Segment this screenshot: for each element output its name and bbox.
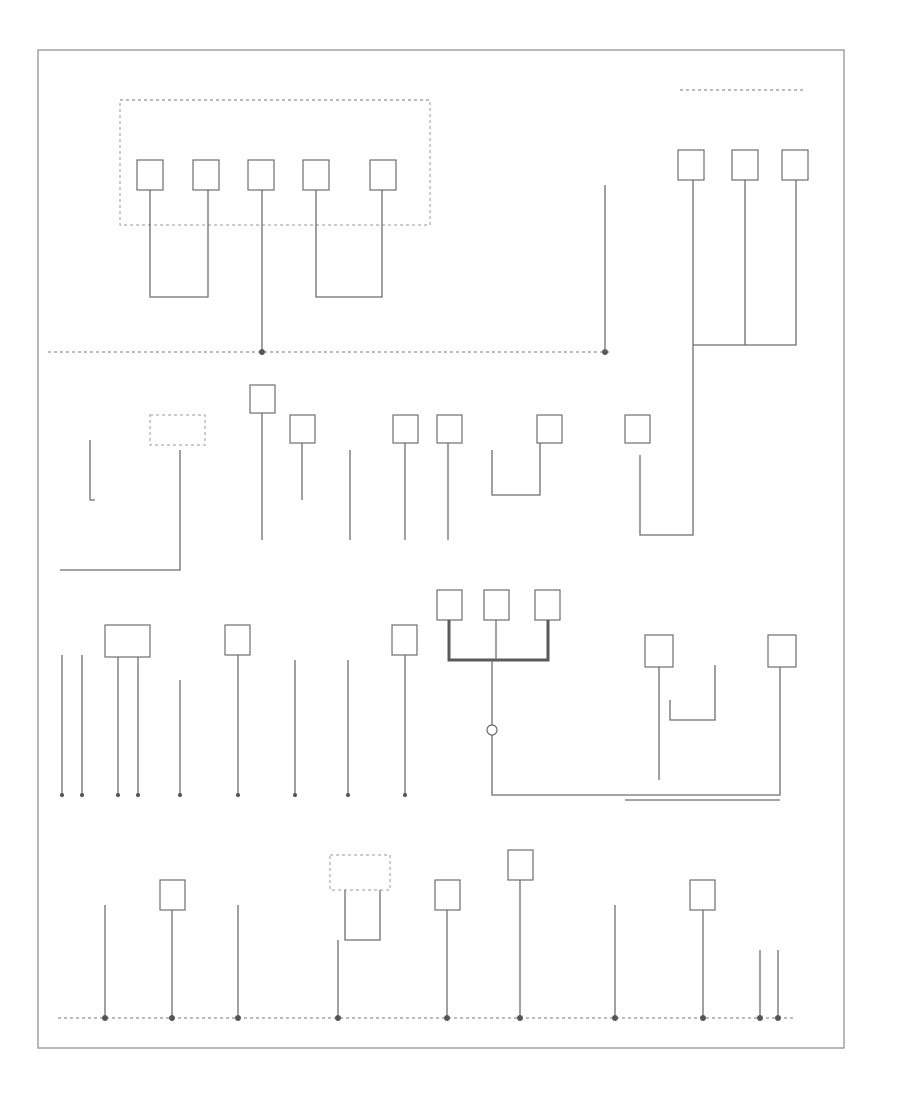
component-3 (247, 159, 275, 191)
ground-point (612, 1015, 618, 1021)
ground-point (169, 1015, 175, 1021)
ground-point (444, 1015, 450, 1021)
ground-point (517, 1015, 523, 1021)
ground-point (293, 793, 297, 797)
ground-point (178, 793, 182, 797)
component-26 (689, 879, 716, 911)
component-22 (767, 634, 797, 668)
ground-point (102, 1015, 108, 1021)
component-19 (483, 589, 510, 621)
component-6 (677, 149, 705, 181)
component-16 (224, 624, 251, 656)
component-7 (731, 149, 759, 181)
bottom-component-row (104, 849, 779, 1018)
ground-point (757, 1015, 763, 1021)
component-17 (391, 624, 418, 656)
component-12 (436, 414, 463, 444)
component-25 (507, 849, 534, 881)
diagram-frame (37, 49, 845, 1049)
component-14 (624, 414, 651, 444)
component-8 (781, 149, 809, 181)
top-left-component-group (119, 99, 431, 355)
component-5 (369, 159, 397, 191)
component-23 (159, 879, 186, 911)
component-1 (136, 159, 164, 191)
component-10 (289, 414, 316, 444)
ground-point (80, 793, 84, 797)
ground-point (700, 1015, 706, 1021)
ground-point (136, 793, 140, 797)
component-15 (104, 624, 151, 658)
component-20 (534, 589, 561, 621)
component-21 (644, 634, 674, 668)
splice-node (259, 349, 265, 355)
ground-point (403, 793, 407, 797)
ground-point (116, 793, 120, 797)
component-18 (436, 589, 463, 621)
lower-middle-component-row (60, 589, 797, 801)
component-4 (302, 159, 330, 191)
component-13 (536, 414, 563, 444)
dashed-housing-box (119, 99, 431, 226)
ground-point (60, 793, 64, 797)
component-24 (434, 879, 461, 911)
component-2 (192, 159, 220, 191)
ground-point (775, 1015, 781, 1021)
top-right-component-group (604, 89, 809, 536)
ground-point (235, 1015, 241, 1021)
middle-component-row (60, 384, 651, 571)
fuse-symbol (486, 724, 498, 736)
ground-point (335, 1015, 341, 1021)
component-9 (249, 384, 276, 414)
ground-point (236, 793, 240, 797)
ground-point (346, 793, 350, 797)
component-11 (392, 414, 419, 444)
